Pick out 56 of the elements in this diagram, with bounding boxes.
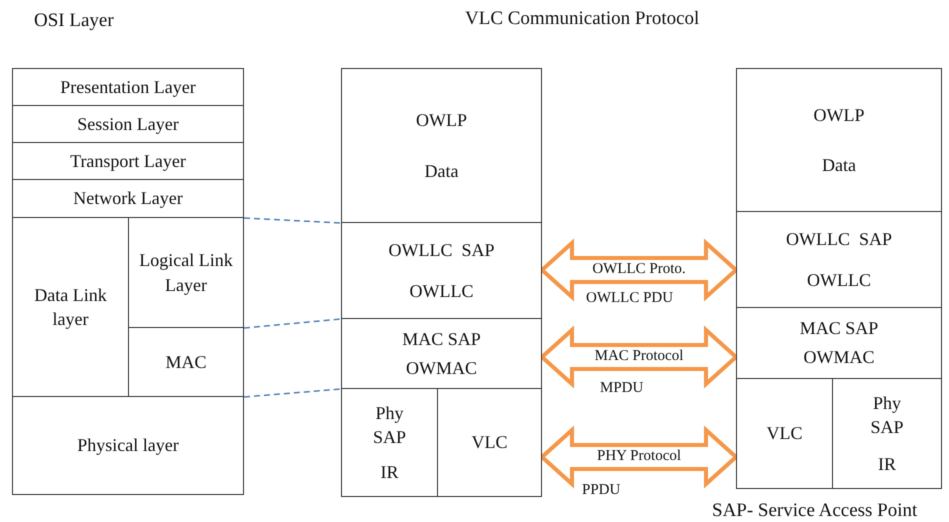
layer-label: OWLLC [410, 280, 474, 304]
layer-label: Transport Layer [70, 150, 186, 173]
layer-label: VLC [472, 431, 508, 454]
layer-label: MAC SAP [800, 317, 878, 340]
layer-label: IR [380, 461, 398, 484]
layer-label: OWLP [814, 104, 864, 127]
layer-cell [736, 307, 942, 379]
layer-label: Physical layer [77, 434, 179, 458]
layer-cell [736, 378, 833, 489]
layer-cell [736, 68, 942, 212]
layer-label: Logical Link Layer [138, 249, 234, 297]
layer-label: OWLLC SAP [388, 238, 494, 262]
pdu-label: MPDU [600, 380, 644, 397]
footnote: SAP- Service Access Point [712, 500, 918, 522]
dashed-line [244, 217, 342, 224]
layer-label: Phy SAP [869, 392, 905, 440]
layer-label: Phy SAP [372, 402, 408, 449]
layer-label: OWLP [416, 109, 467, 132]
layer-cell [437, 388, 542, 497]
layer-cell [12, 105, 244, 143]
double-arrow [539, 326, 739, 388]
layer-label: OWLLC SAP [786, 228, 892, 251]
edge-label: OWLLC Proto. [591, 260, 687, 278]
layer-label: Data [822, 154, 856, 177]
layer-cell [832, 378, 942, 489]
layer-cell [12, 179, 244, 218]
diagram-title: VLC Communication Protocol [465, 8, 700, 30]
layer-label: Session Layer [77, 113, 179, 136]
layer-cell [12, 142, 244, 180]
layer-cell [341, 68, 542, 223]
double-arrow [539, 426, 739, 488]
layer-cell [736, 211, 942, 308]
layer-label: MAC [165, 350, 206, 374]
layer-label: Data Link layer [33, 284, 108, 331]
layer-label: VLC [766, 422, 802, 446]
pdu-label: PPDU [582, 482, 620, 499]
layer-cell [12, 396, 244, 495]
pdu-label: OWLLC PDU [586, 290, 674, 307]
layer-label: OWMAC [406, 356, 477, 380]
dashed-line [244, 388, 342, 398]
edge-label: MAC Protocol [594, 347, 684, 365]
layer-cell [341, 222, 542, 319]
layer-label: OWMAC [804, 346, 874, 370]
layer-cell [341, 318, 542, 389]
column-heading: OSI Layer [34, 10, 114, 32]
layer-label: Data [424, 160, 458, 182]
layer-cell [341, 388, 438, 497]
layer-label: Network Layer [73, 187, 183, 210]
layer-label: IR [878, 452, 896, 476]
double-arrow [539, 238, 739, 302]
layer-cell [12, 68, 244, 106]
dashed-line [244, 318, 342, 329]
layer-label: Presentation Layer [60, 76, 196, 99]
layer-label: MAC SAP [402, 328, 481, 352]
layer-label: OWLLC [807, 269, 871, 292]
edge-label: PHY Protocol [596, 447, 682, 465]
